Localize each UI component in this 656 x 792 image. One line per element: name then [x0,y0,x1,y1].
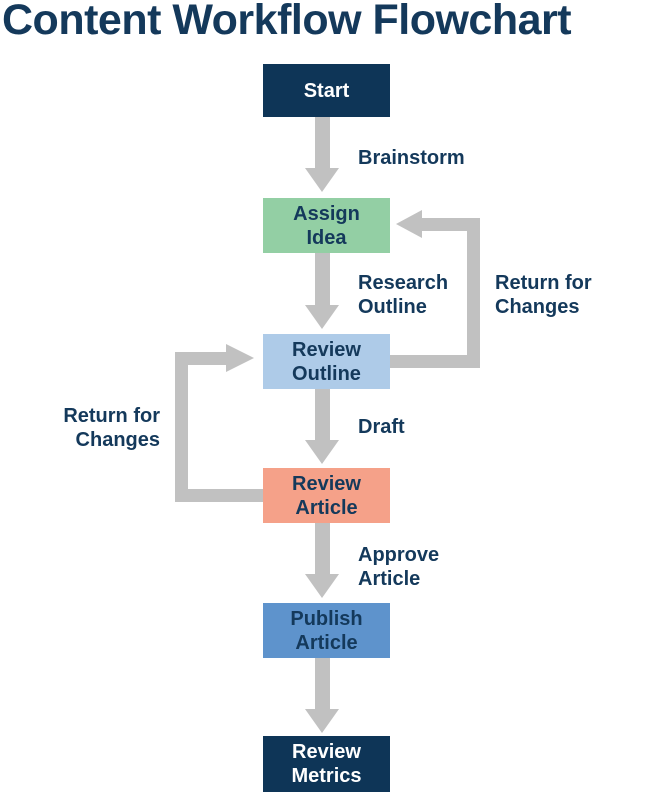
feedback-loop-left-top-bar [186,352,226,365]
edge-label-return-right-line1: Return for [495,272,592,294]
arrow-start-to-assign-head [305,168,339,192]
edge-label-brainstorm-text: Brainstorm [358,147,465,169]
node-start-label: Start [303,79,350,102]
edge-label-draft-text: Draft [358,416,405,438]
arrow-publish-to-metrics-head [305,709,339,733]
edge-label-return-for-changes-right: Return for Changes [495,271,592,319]
node-assign-idea: Assign Idea [263,198,390,253]
feedback-loop-right-arrowhead-icon [396,210,422,238]
page-title: Content Workflow Flowchart [2,0,572,44]
feedback-loop-right-vertical-bar [467,218,480,368]
edge-label-approve-article-line1: Approve [358,544,440,566]
node-review-article-line2: Article [295,496,358,519]
node-review-article-line1: Review [292,472,361,495]
arrow-publish-to-metrics-shaft [315,658,330,709]
edge-label-brainstorm: Brainstorm [358,146,465,170]
edge-label-research-outline-line2: Outline [358,296,427,318]
node-start: Start [263,64,390,117]
node-publish-article-line2: Article [295,631,358,654]
arrow-article-to-publish-head [305,574,339,598]
feedback-loop-left-vertical-bar [175,352,188,502]
node-assign-idea-line2: Idea [306,226,347,249]
edge-label-return-for-changes-left: Return for Changes [63,404,160,452]
feedback-loop-right-bottom-bar [390,355,480,368]
arrow-start-to-assign-shaft [315,117,330,168]
node-publish-article-line1: Publish [290,607,363,630]
node-publish-article: Publish Article [263,603,390,658]
arrow-assign-to-outline-head [305,305,339,329]
edge-label-research-outline-line1: Research [358,272,449,294]
node-review-outline: Review Outline [263,334,390,389]
edge-label-return-right-line2: Changes [495,296,580,318]
feedback-loop-left-bottom-bar [175,489,264,502]
node-review-metrics-line2: Metrics [291,765,362,787]
edge-label-return-left-line1: Return for [63,405,160,427]
feedback-loop-right-top-bar [420,218,467,231]
edge-label-return-left-line2: Changes [75,429,160,451]
feedback-loop-left-arrowhead-icon [226,344,254,372]
arrow-assign-to-outline-shaft [315,253,330,305]
arrow-outline-to-article-head [305,440,339,464]
edge-label-approve-article: Approve Article [358,543,439,591]
node-review-article: Review Article [263,468,390,523]
node-review-outline-line1: Review [292,338,361,361]
node-review-metrics: Review Metrics [263,736,390,792]
node-assign-idea-line1: Assign [293,202,360,225]
arrow-article-to-publish-shaft [315,523,330,574]
node-review-metrics-line1: Review [292,741,361,763]
edge-label-research-outline: Research Outline [358,271,448,319]
node-review-outline-line2: Outline [292,362,361,385]
arrow-outline-to-article-shaft [315,389,330,440]
edge-label-draft: Draft [358,415,405,439]
edge-label-approve-article-line2: Article [358,568,421,590]
